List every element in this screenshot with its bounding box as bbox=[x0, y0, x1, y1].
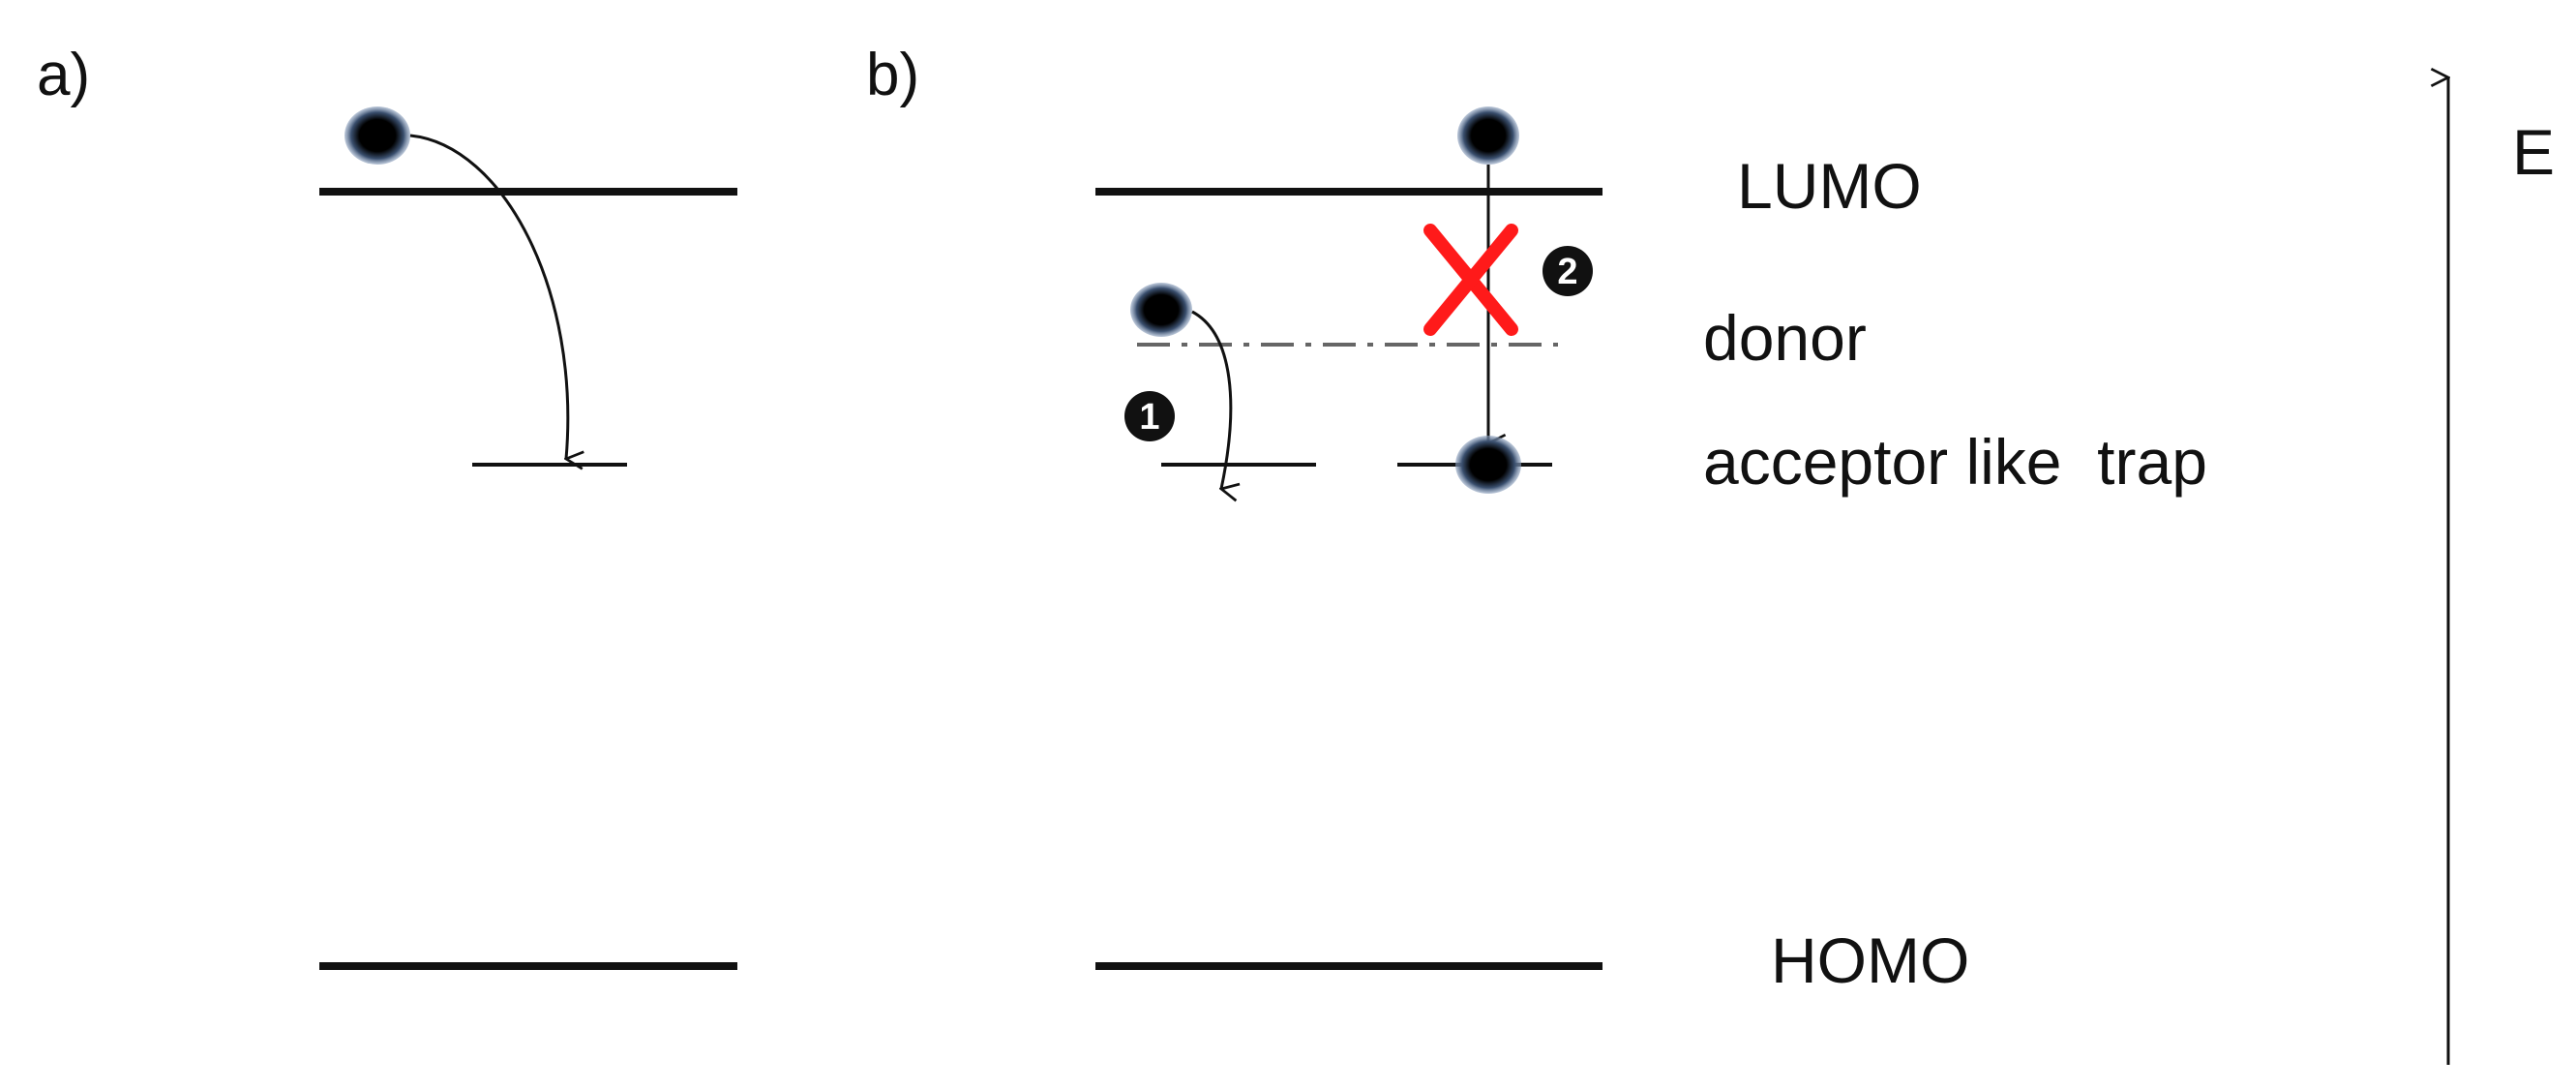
panel-b-lumo-electron bbox=[1457, 106, 1519, 165]
lumo-label: LUMO bbox=[1737, 150, 1922, 222]
panel-a-trapping-arrow bbox=[409, 134, 568, 459]
donor-to-trap-arrow bbox=[1191, 310, 1231, 489]
panel-b-label: b) bbox=[866, 42, 919, 108]
blocked-cross-icon bbox=[1423, 224, 1518, 336]
trapped-electron bbox=[1455, 436, 1521, 494]
marker-two-icon: 2 bbox=[1543, 246, 1593, 296]
svg-text:1: 1 bbox=[1139, 397, 1159, 438]
energy-axis-label: E bbox=[2512, 116, 2555, 188]
trap-label: acceptor like trap bbox=[1703, 426, 2207, 498]
panel-a-electron bbox=[344, 106, 410, 165]
homo-label: HOMO bbox=[1771, 924, 1969, 996]
marker-one-icon: 1 bbox=[1124, 391, 1175, 441]
donor-label: donor bbox=[1703, 302, 1867, 374]
donor-electron bbox=[1130, 283, 1192, 337]
panel-a-label: a) bbox=[37, 42, 90, 108]
svg-text:2: 2 bbox=[1557, 252, 1577, 292]
